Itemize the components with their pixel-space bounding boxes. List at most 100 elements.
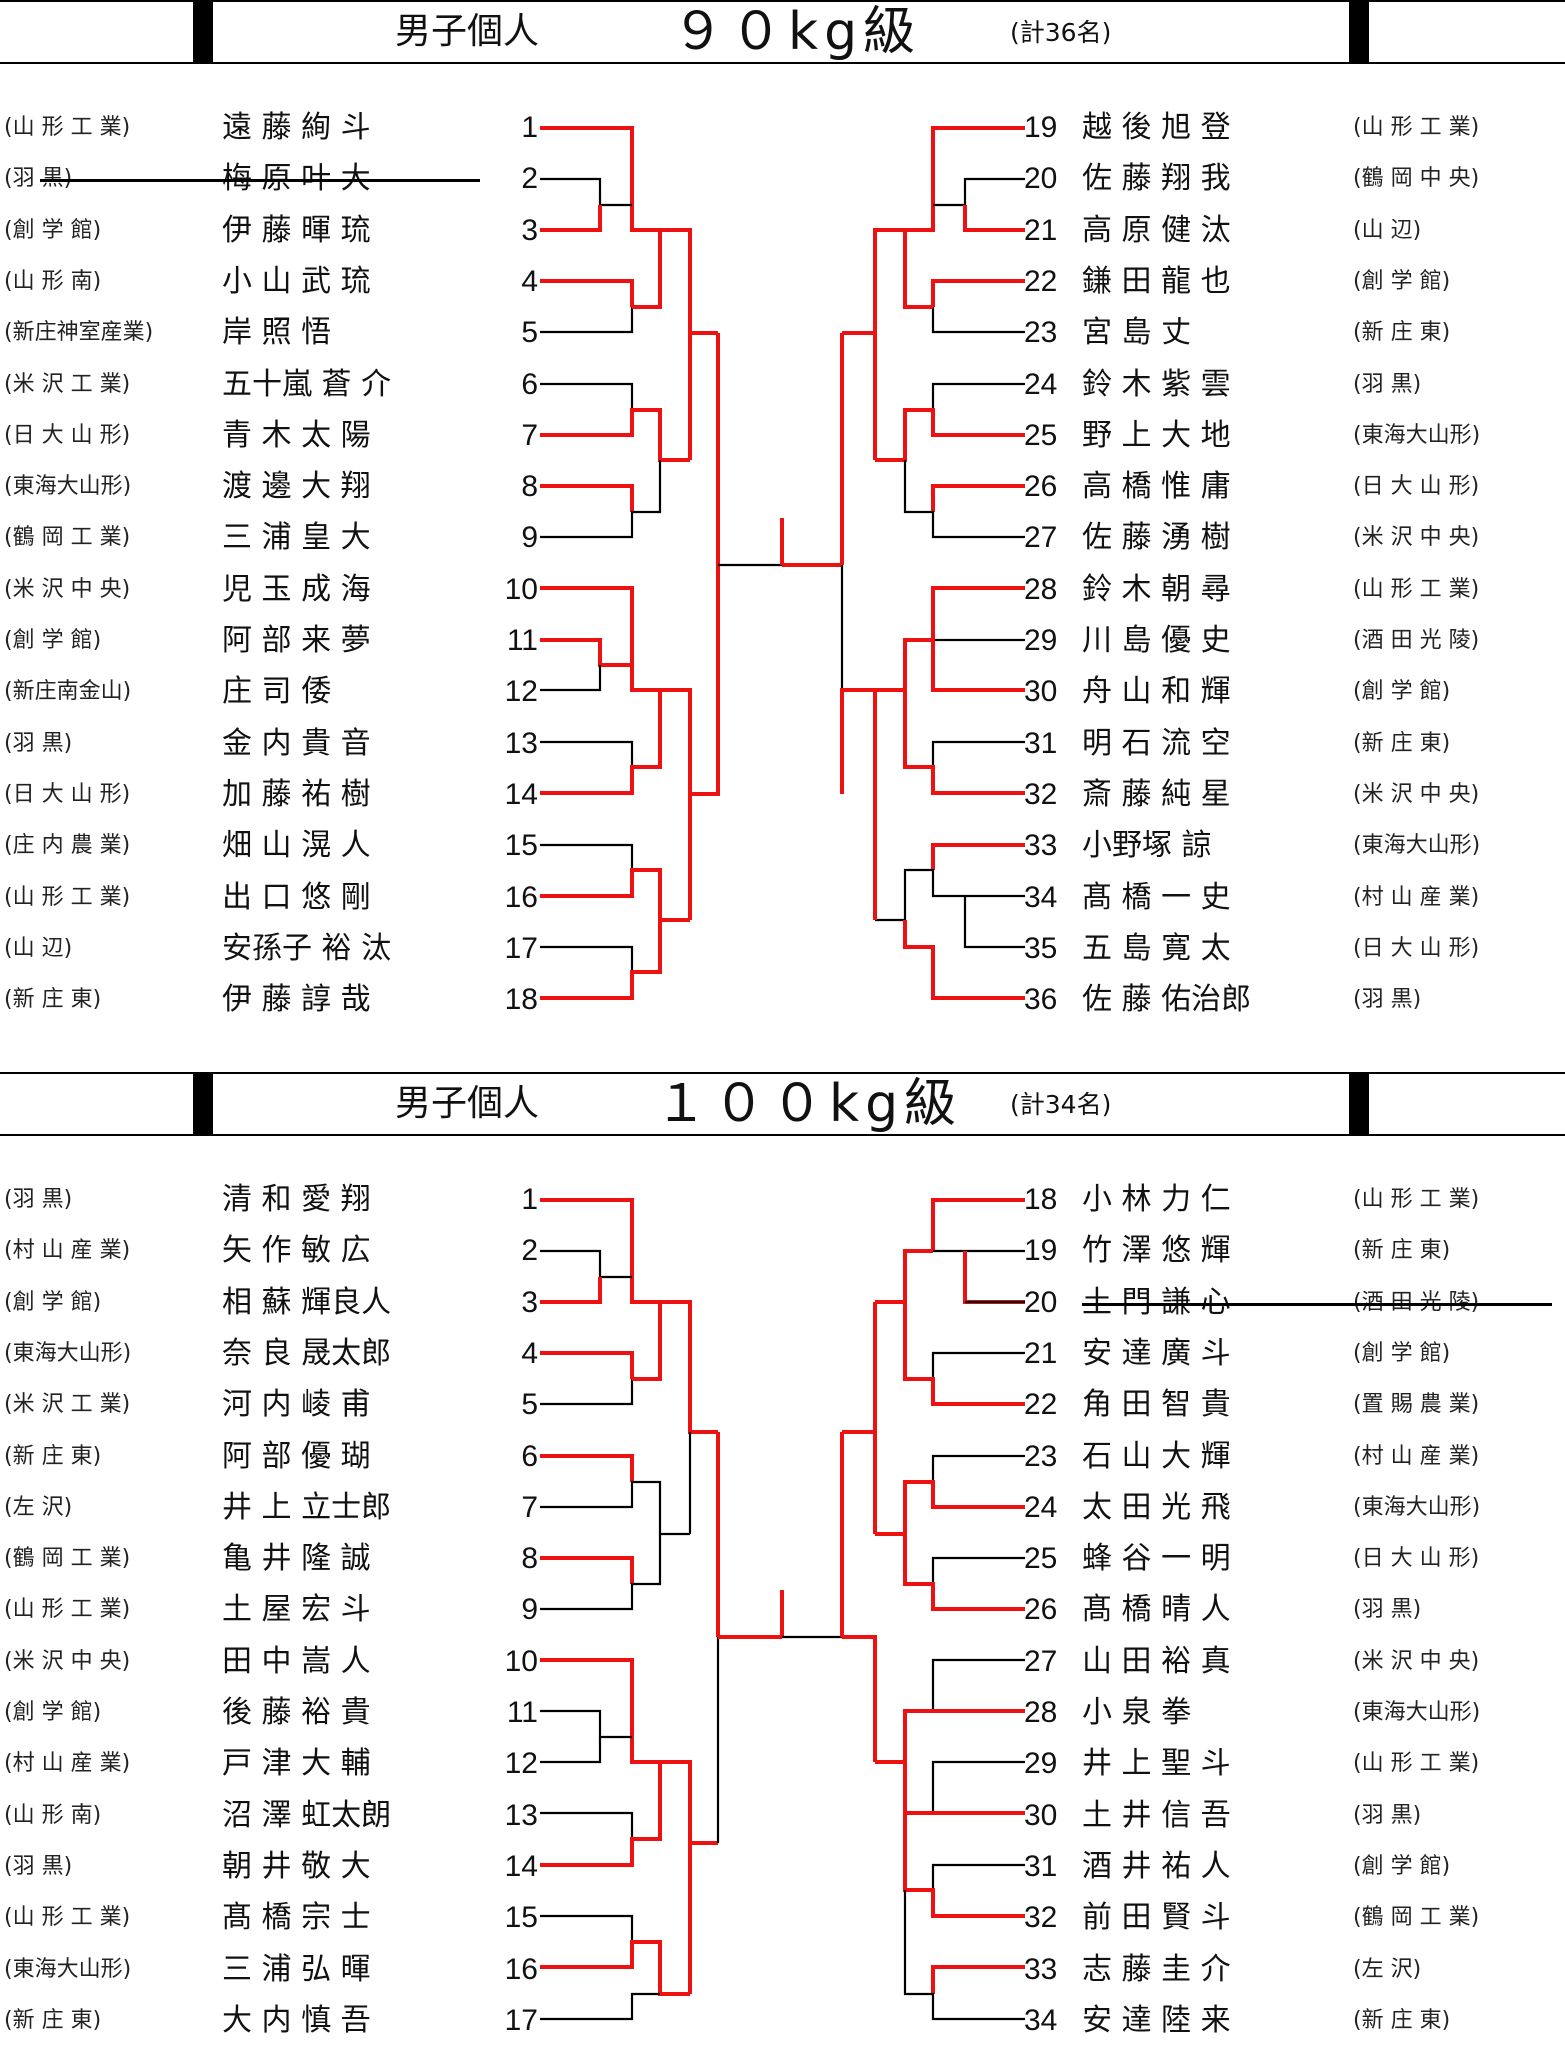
header-bar-right (1349, 0, 1369, 64)
entry-school: (山 形 工 業) (4, 1905, 131, 1931)
entry-school: (庄 内 農 業) (4, 833, 131, 859)
entry-number: 29 (1024, 624, 1058, 657)
bracket-line (540, 382, 634, 410)
bracket-line (540, 1811, 634, 1839)
entry-school: (米 沢 工 業) (4, 1392, 131, 1418)
entry-school: (新 庄 東) (1353, 320, 1451, 346)
entry-name: 三 浦 弘 暉 (222, 1951, 371, 1987)
bracket-line-winner (903, 1302, 1025, 1406)
bracket-line-winner (716, 333, 720, 567)
bracket-line-winner (540, 638, 632, 667)
entry-name: 佐 藤 佑治郎 (1082, 982, 1252, 1018)
entry-name: 高 原 健 汰 (1082, 212, 1231, 248)
header-rule-top (0, 0, 1565, 2)
section-title: 男子個人 (395, 11, 540, 52)
entry-name: 斎 藤 純 星 (1082, 776, 1231, 812)
entry-school: (創 学 館) (4, 1700, 102, 1725)
entry-school: (日 大 山 形) (1353, 474, 1480, 500)
entry-name: 五十嵐 蒼 介 (222, 366, 392, 402)
entry-name: 朝 井 敬 大 (222, 1848, 371, 1884)
entry-school: (村 山 産 業) (1353, 1443, 1480, 1469)
entry-name: 亀 井 隆 誠 (222, 1541, 371, 1577)
entry-school: (鶴 岡 工 業) (1353, 1905, 1480, 1931)
entry-number: 22 (1024, 264, 1058, 298)
entry-name: 髙 橋 一 史 (1082, 879, 1231, 915)
bracket-line (903, 1890, 1025, 2021)
entry-school: (左 沢) (4, 1494, 73, 1520)
entry-number: 2 (521, 162, 538, 196)
entry-school: (村 山 産 業) (4, 1238, 131, 1264)
entry-name: 蜂 谷 一 明 (1082, 1541, 1231, 1577)
entry-name: 鈴 木 紫 雲 (1082, 366, 1231, 402)
entry-name: 戸 津 大 輔 (222, 1746, 371, 1782)
bracket-line-winner (540, 1198, 660, 1304)
entry-number: 19 (1024, 111, 1058, 144)
bracket-line (540, 1737, 602, 1764)
entry-name: 矢 作 敏 広 (222, 1233, 371, 1269)
entry-school: (東海大山形) (1353, 422, 1481, 448)
entry-school: (創 学 館) (1353, 679, 1451, 705)
bracket-line (931, 1863, 1025, 1890)
entry-number: 7 (521, 418, 538, 452)
bracket-line-winner (905, 126, 1025, 232)
entry-number: 27 (1024, 521, 1058, 555)
entry-school: (米 沢 中 央) (1353, 525, 1480, 551)
entry-school: (米 沢 工 業) (4, 371, 131, 397)
entrant-total: (計34名) (1010, 1090, 1112, 1119)
header-rule-bottom (0, 62, 1565, 64)
entry-school: (創 学 館) (1353, 1853, 1451, 1879)
entry-name: 青 木 太 陽 (222, 417, 371, 453)
bracket-line-winner (903, 1762, 1025, 1918)
bracket-line (931, 1351, 1025, 1379)
bracket-line-winner (540, 1277, 602, 1304)
entry-name: 金 内 貴 音 (222, 725, 371, 761)
entrant-total: (計36名) (1010, 18, 1112, 47)
entry-school: (米 沢 中 央) (1353, 781, 1480, 807)
entry-school: (東海大山形) (1353, 1494, 1481, 1520)
entry-name: 髙 橋 宗 士 (222, 1900, 371, 1936)
entry-school: (創 学 館) (1353, 1340, 1451, 1366)
entry-name: 五 島 寛 太 (1082, 930, 1231, 966)
entry-school: (日 大 山 形) (4, 422, 131, 448)
entry-number: 6 (521, 1439, 538, 1473)
entry-school: (東海大山形) (1353, 833, 1481, 859)
entry-number: 9 (521, 1593, 538, 1627)
entry-number: 26 (1024, 1593, 1058, 1627)
header-bar-right (1349, 1072, 1369, 1136)
entry-number: 10 (504, 572, 538, 606)
entry-number: 5 (521, 316, 538, 350)
entry-number: 5 (521, 1388, 538, 1422)
bracket-line (931, 1454, 1025, 1482)
entry-name: 畑 山 滉 人 (222, 828, 371, 864)
entry-number: 17 (504, 2003, 538, 2037)
bracket-line-winner (840, 688, 877, 920)
entry-name: 阿 部 優 瑚 (222, 1438, 371, 1474)
bracket-line (540, 1249, 632, 1279)
bracket-line-winner (540, 279, 634, 307)
bracket-line-winner (903, 1762, 1025, 1815)
weight-class: １００kg級 (655, 1074, 963, 1134)
weight-class: ９０kg級 (672, 2, 922, 62)
entry-number: 12 (504, 675, 538, 709)
entry-number: 21 (1024, 213, 1058, 247)
bracket-line-winner (540, 1454, 634, 1482)
